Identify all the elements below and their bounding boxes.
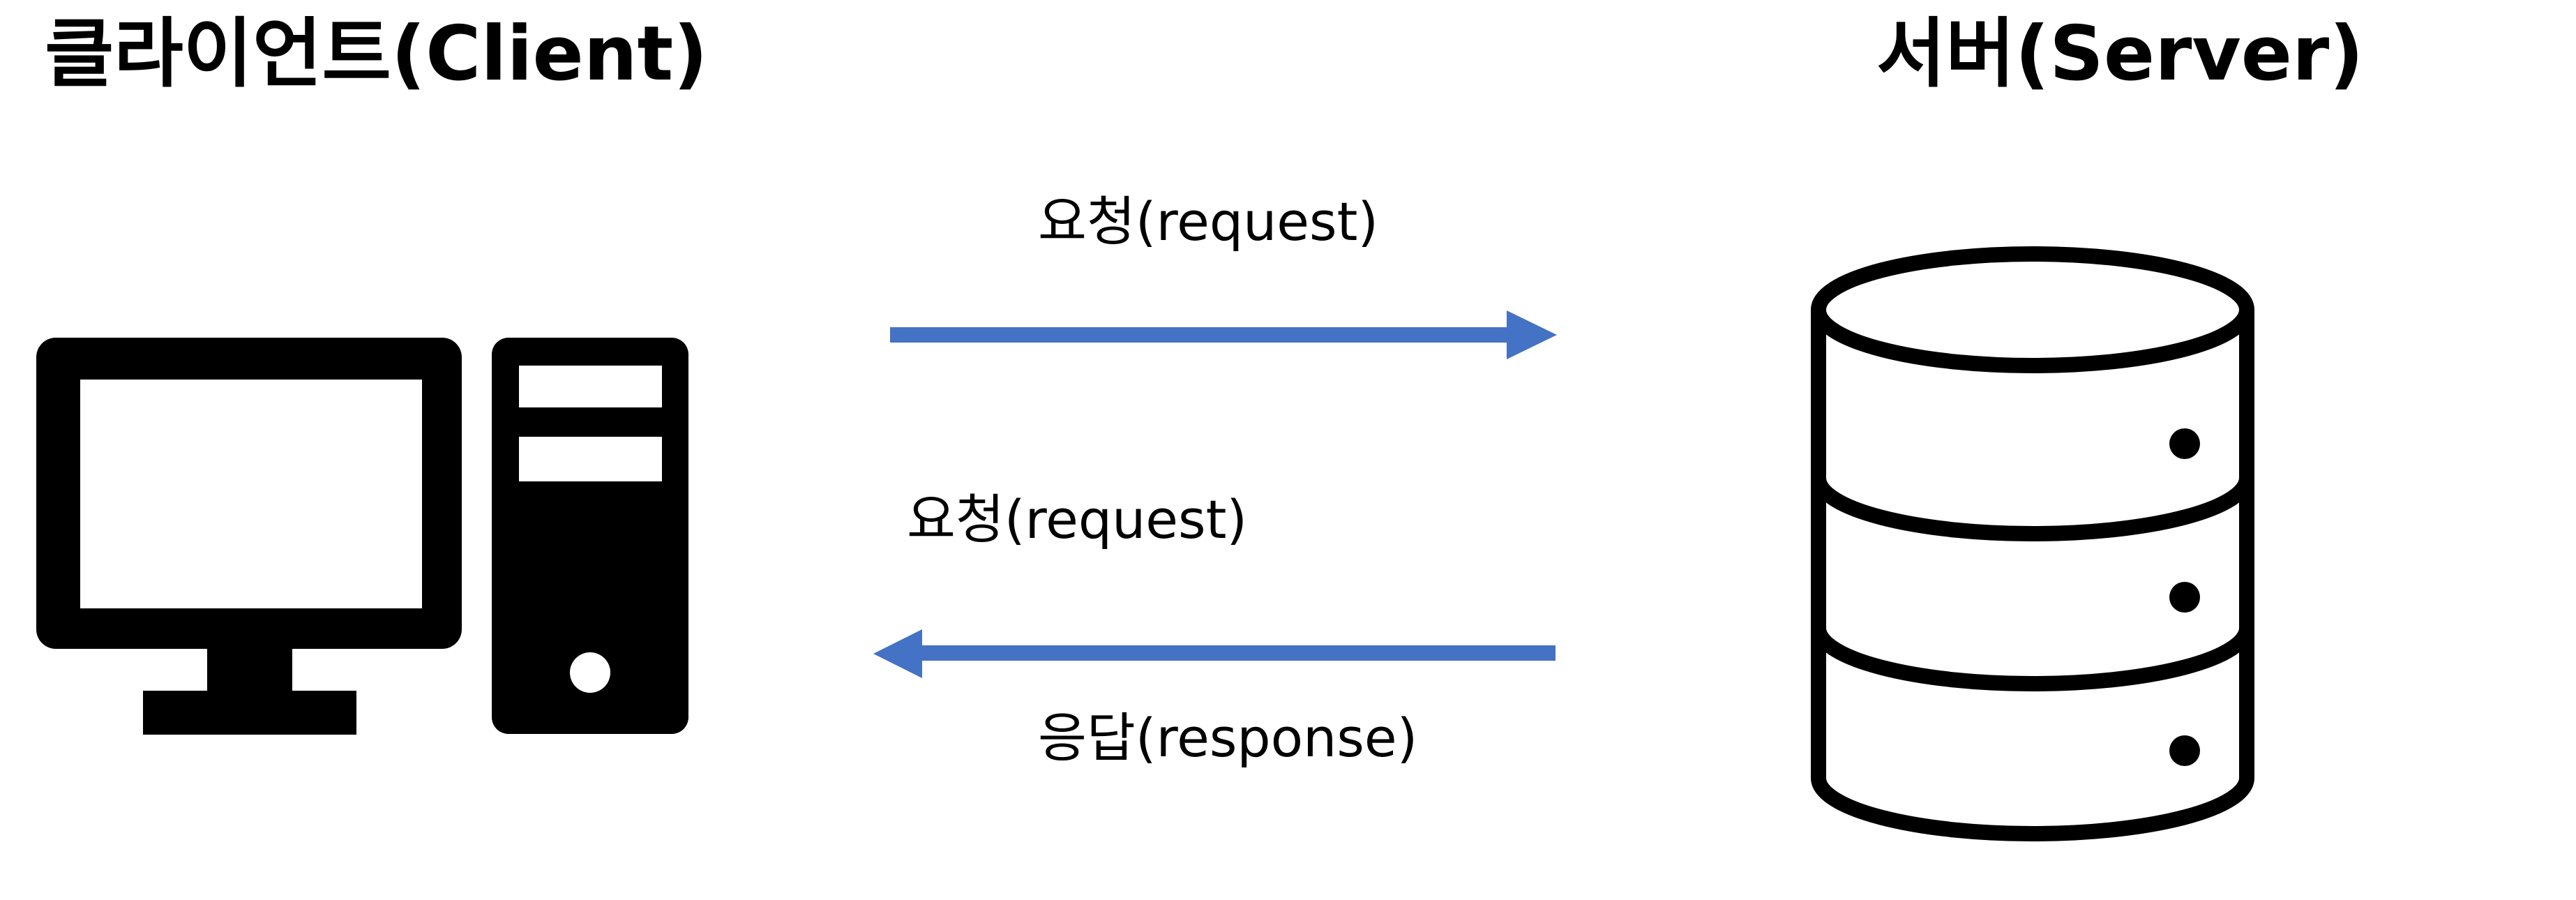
server-light-1 — [2169, 428, 2200, 459]
response-arrow-head — [873, 629, 922, 678]
request-arrow — [890, 310, 1557, 359]
client-title: 클라이언트(Client) — [45, 10, 708, 98]
tier-divider-1 — [1811, 477, 2254, 541]
response-arrow — [873, 629, 1556, 678]
server-light-2 — [2169, 582, 2200, 613]
server-light-3 — [2169, 735, 2200, 766]
request-label-top: 요청(request) — [1038, 190, 1379, 253]
monitor-neck — [207, 647, 292, 692]
monitor-screen — [80, 380, 422, 608]
power-button — [570, 652, 610, 693]
server-indicator-lights — [2169, 428, 2200, 766]
cylinder-top — [1811, 246, 2254, 373]
drive-bay-2 — [519, 437, 662, 481]
database-server-icon — [1811, 246, 2254, 841]
request-arrow-shaft — [890, 327, 1521, 343]
request-arrow-head — [1507, 310, 1557, 359]
tier-divider-2 — [1811, 627, 2254, 691]
response-label: 응답(response) — [1038, 707, 1418, 769]
server-title: 서버(Server) — [1876, 10, 2364, 98]
response-arrow-shaft — [922, 645, 1556, 661]
monitor-base — [143, 691, 356, 735]
cylinder-body — [1811, 310, 2254, 841]
drive-bay-1 — [519, 366, 662, 407]
desktop-computer-icon — [36, 338, 688, 735]
request-label-middle: 요청(request) — [907, 488, 1248, 550]
